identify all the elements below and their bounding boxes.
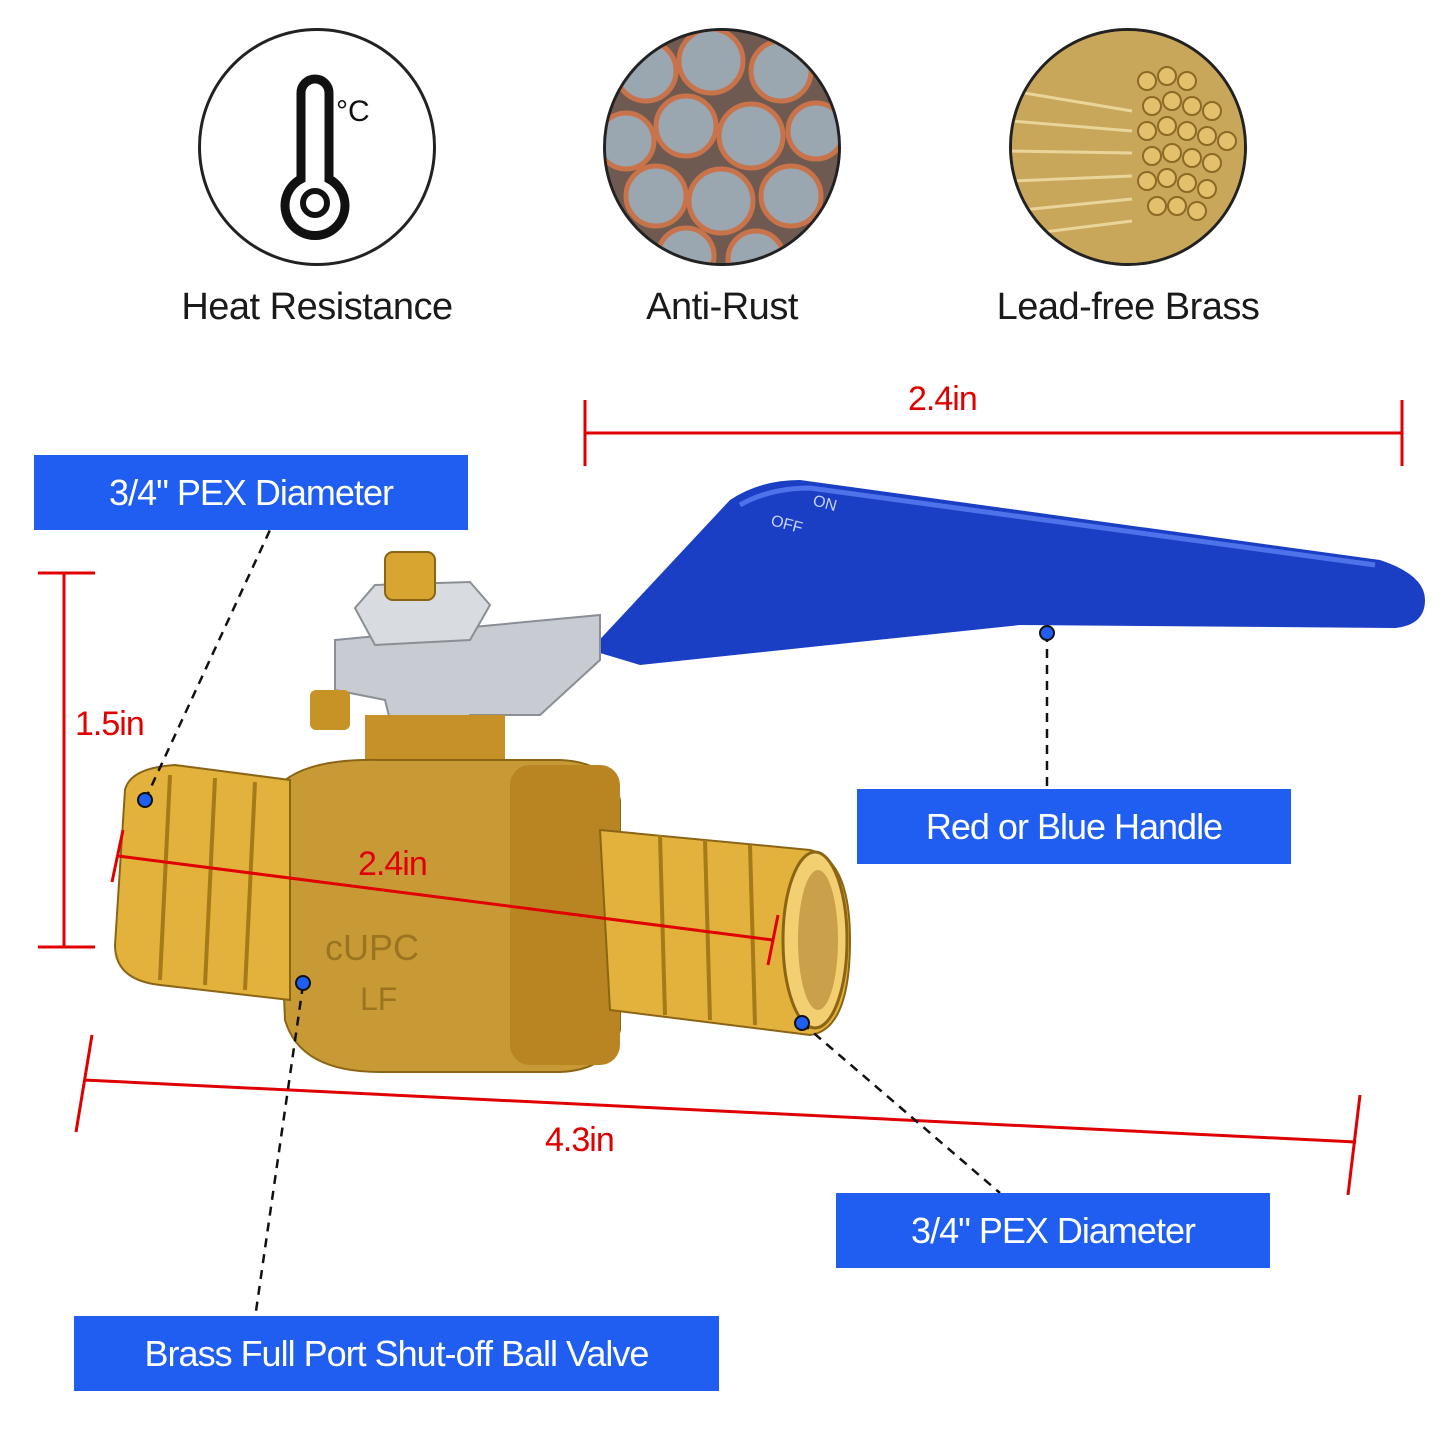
height-label: 1.5in (75, 705, 145, 743)
total-length-label: 4.3in (545, 1121, 615, 1159)
callout-pex-diameter-left: 3/4" PEX Diameter (34, 455, 468, 530)
leader-dots (137, 625, 1055, 1031)
left-pex-barb (113, 763, 291, 1002)
lead-free-brass-circle (1009, 28, 1247, 266)
dimension-lines (38, 400, 1404, 1196)
callout-handle: Red or Blue Handle (857, 789, 1291, 864)
anti-rust-label: Anti-Rust (646, 286, 798, 328)
brass-rods-icon (1012, 31, 1244, 263)
callout-ball-valve: Brass Full Port Shut-off Ball Valve (74, 1316, 719, 1391)
feature-heat-resistance: °C Heat Resistance (157, 28, 477, 329)
body-marking-lf: LF (360, 981, 397, 1017)
handle-on-marking: ON (811, 492, 839, 515)
callout-pex-diameter-right: 3/4" PEX Diameter (836, 1193, 1270, 1268)
feature-anti-rust: Anti-Rust (562, 28, 882, 329)
valve-body: cUPC LF (273, 690, 621, 1073)
anti-rust-circle (603, 28, 841, 266)
handle-length-label: 2.4in (908, 380, 978, 418)
celsius-symbol: °C (336, 95, 370, 128)
valve-handle: ON OFF (590, 480, 1425, 665)
leader-lines (143, 529, 1049, 1319)
lead-free-brass-label: Lead-free Brass (996, 286, 1260, 328)
feature-lead-free-brass: Lead-free Brass (968, 28, 1288, 329)
body-marking-upc: cUPC (325, 927, 419, 968)
body-length-label: 2.4in (358, 845, 428, 883)
heat-resistance-circle: °C (198, 28, 436, 266)
thermometer-icon: °C (280, 74, 370, 240)
heat-resistance-label: Heat Resistance (181, 286, 453, 328)
